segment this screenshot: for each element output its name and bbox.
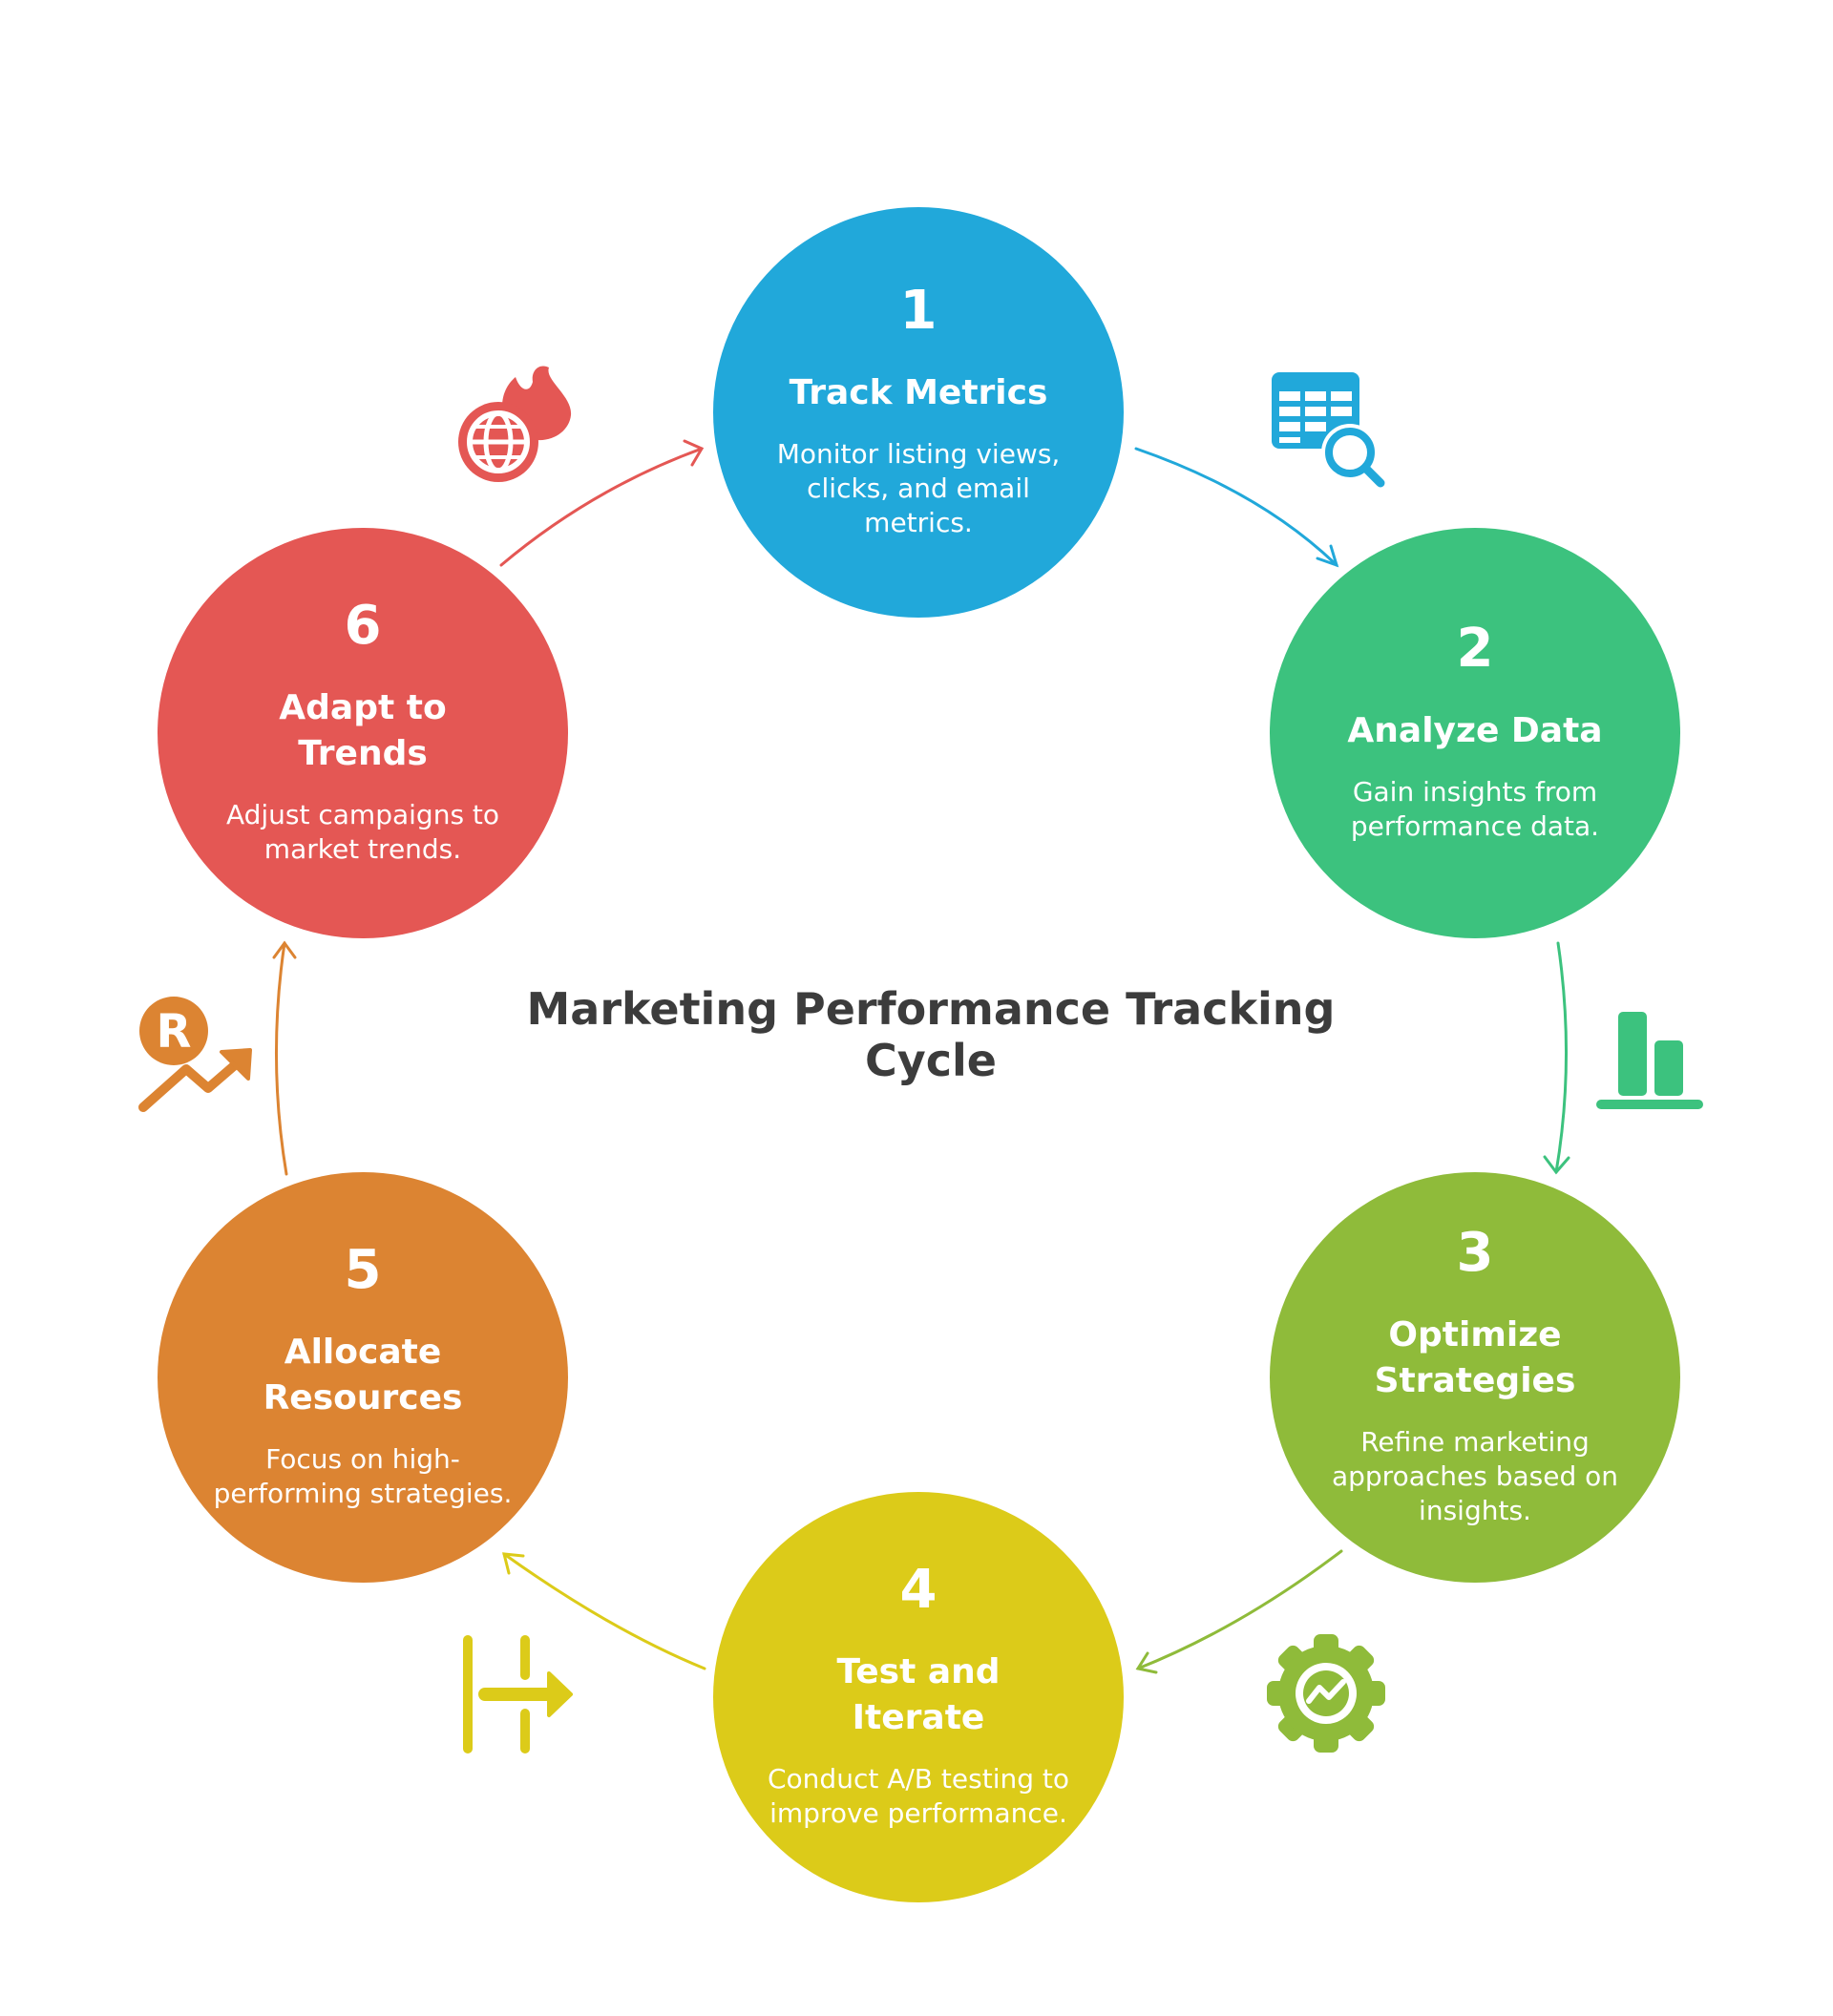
step-6-adapt-to-trends: 6 Adapt to Trends Adjust campaigns to ma…	[158, 528, 568, 938]
step-description: Refine marketing approaches based on ins…	[1331, 1426, 1619, 1526]
step-number: 5	[344, 1239, 382, 1301]
connector-1-2	[1134, 447, 1339, 568]
step-description: Gain insights from performance data.	[1350, 776, 1600, 842]
bar-chart-icon	[1596, 1012, 1703, 1109]
step-description: Monitor listing views, clicks, and email…	[776, 438, 1061, 538]
step-description: Focus on high-performing strategies.	[213, 1443, 513, 1509]
step-number: 2	[1456, 618, 1494, 680]
step-title: Allocate Resources	[263, 1333, 463, 1418]
resource-growth-icon: R	[138, 997, 252, 1112]
step-number: 3	[1456, 1222, 1494, 1284]
diagram-title: Marketing Performance Tracking Cycle	[526, 983, 1336, 1086]
step-2-analyze-data: 2 Analyze Data Gain insights from perfor…	[1270, 528, 1680, 938]
step-title: Test and Iterate	[836, 1652, 1001, 1737]
step-number: 1	[899, 280, 938, 342]
step-title: Track Metrics	[789, 373, 1048, 412]
step-5-allocate-resources: 5 Allocate Resources Focus on high-perfo…	[158, 1172, 568, 1583]
step-number: 6	[344, 595, 382, 657]
step-1-track-metrics: 1 Track Metrics Monitor listing views, c…	[713, 207, 1124, 618]
svg-text:R: R	[157, 1005, 192, 1059]
connector-3-4	[1135, 1549, 1343, 1674]
connector-6-1	[499, 439, 705, 567]
step-title: Adapt to Trends	[279, 688, 447, 773]
step-description: Conduct A/B testing to improve performan…	[768, 1763, 1069, 1829]
step-number: 4	[899, 1559, 938, 1621]
connector-5-6	[272, 940, 297, 1176]
connector-2-3	[1543, 941, 1570, 1175]
step-description: Adjust campaigns to market trends.	[225, 799, 500, 865]
split-test-icon	[463, 1635, 573, 1754]
globe-flame-icon	[458, 366, 572, 482]
step-title: Optimize Strategies	[1374, 1315, 1576, 1400]
step-4-test-and-iterate: 4 Test and Iterate Conduct A/B testing t…	[713, 1492, 1124, 1902]
step-3-optimize-strategies: 3 Optimize Strategies Refine marketing a…	[1270, 1172, 1680, 1583]
step-title: Analyze Data	[1347, 711, 1603, 750]
gear-trend-icon	[1267, 1634, 1385, 1753]
connector-4-5	[502, 1552, 706, 1670]
table-search-icon	[1272, 372, 1385, 488]
